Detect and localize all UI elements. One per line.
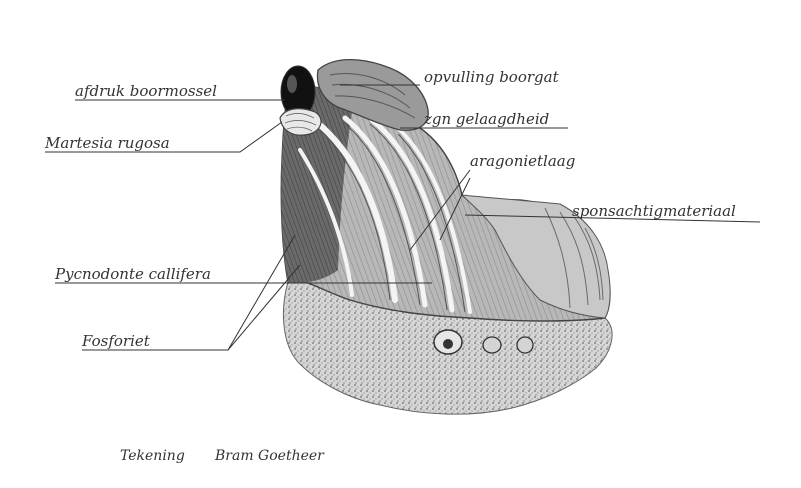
label-martesia-rugosa: Martesia rugosa xyxy=(44,134,170,152)
fosforiet-nodule-2 xyxy=(483,337,501,353)
caption-artist: Bram Goetheer xyxy=(214,448,325,464)
fosforiet-nodule-1-core xyxy=(443,339,453,349)
label-opvulling-boorgat: opvulling boorgat xyxy=(424,68,560,86)
fosforiet-nodule-3 xyxy=(517,337,533,353)
label-pycnodonte-callifera: Pycnodonte callifera xyxy=(54,265,211,283)
label-aragonietlaag: aragonietlaag xyxy=(470,152,575,170)
label-sponsachtig-materiaal: sponsachtigmateriaal xyxy=(572,202,736,220)
label-zgn-gelaagdheid: zgn gelaagdheid xyxy=(423,110,549,128)
afdruk-highlight xyxy=(287,75,297,93)
label-afdruk-boormossel: afdruk boormossel xyxy=(75,82,217,100)
label-fosforiet: Fosforiet xyxy=(81,332,151,350)
caption-tekening: Tekening xyxy=(120,448,185,464)
